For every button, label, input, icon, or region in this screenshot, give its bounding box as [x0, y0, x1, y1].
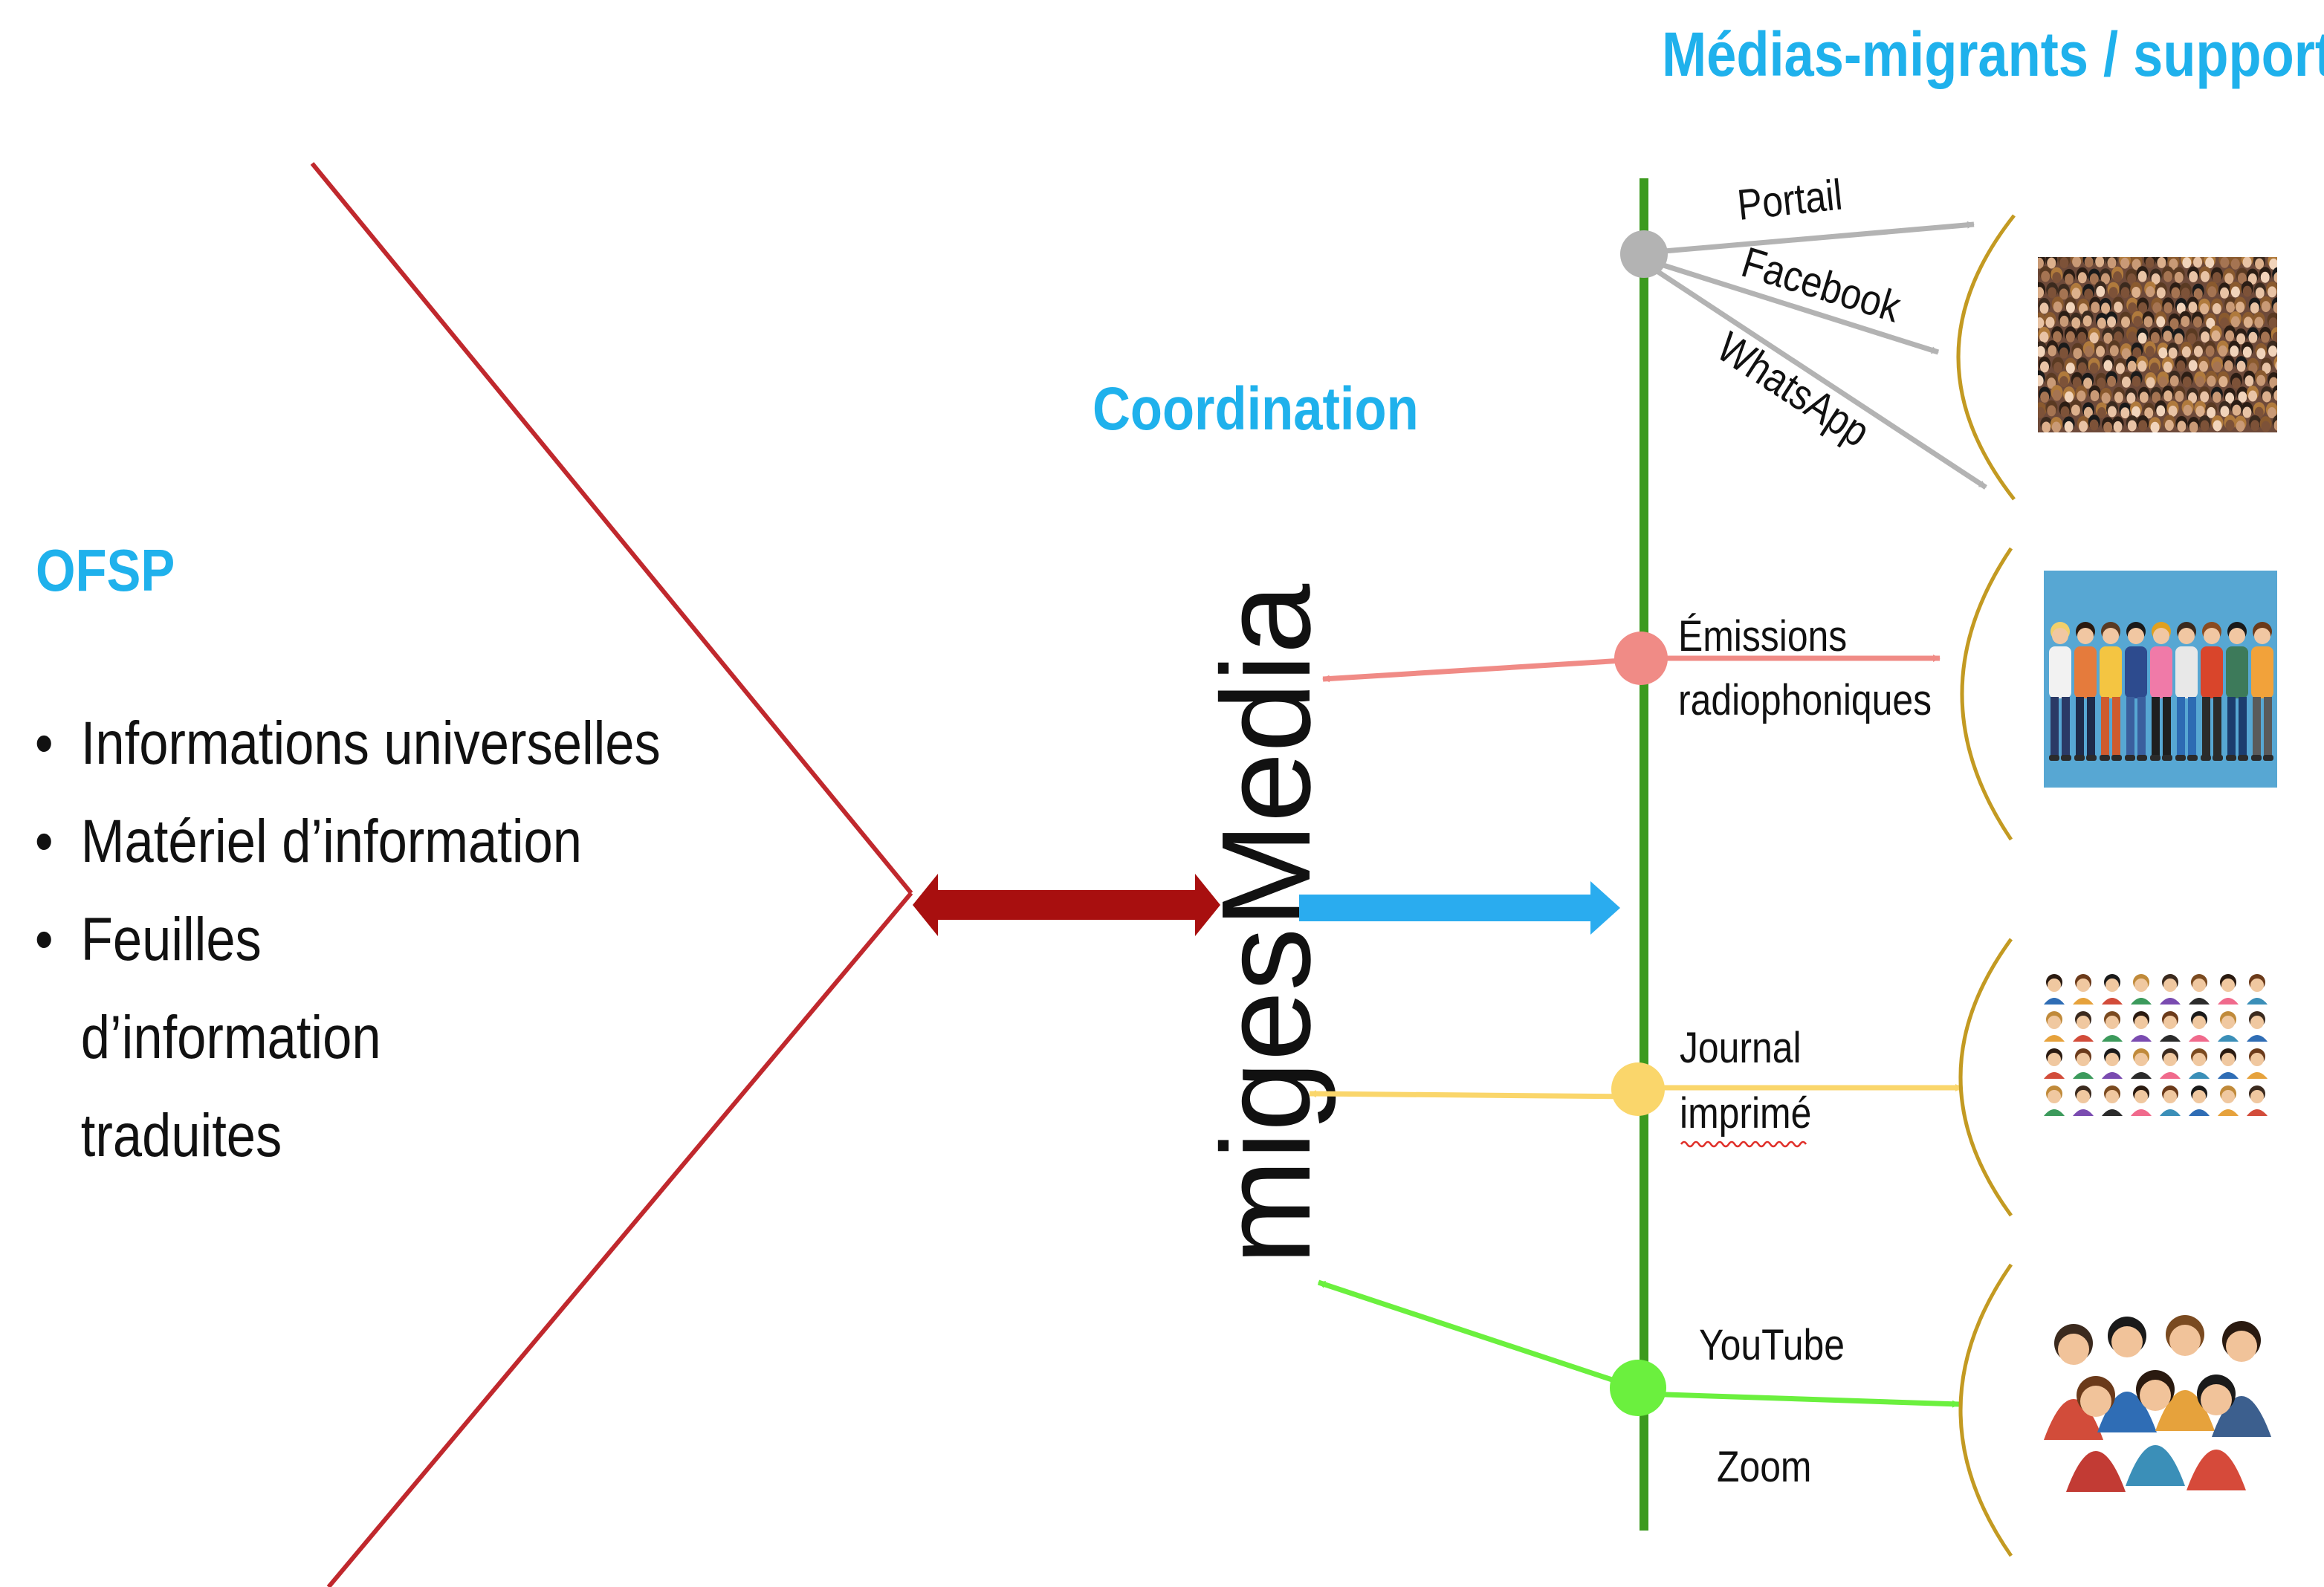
- ofsp-item-translated: Feuilles d’information traduites: [30, 891, 490, 1185]
- team-illustration-icon: [2044, 1291, 2277, 1493]
- facebook-arrow: [1645, 257, 1940, 355]
- ofsp-item-universal: Informations universelles: [30, 695, 661, 793]
- whatsapp-arrow: [1645, 262, 1987, 490]
- migesmedia-label: migesMedia: [1196, 583, 1337, 1265]
- radio-node: [1614, 632, 1668, 685]
- avatar-grid-icon: [2041, 963, 2277, 1120]
- print-node: [1611, 1062, 1665, 1116]
- ofsp-info-list: Informations universelles Matériel d’inf…: [30, 695, 661, 1185]
- funnel-lower-line: [326, 892, 913, 1587]
- audience-bracket-4: [1958, 1263, 2013, 1557]
- medias-heading: Médias-migrants / supports: [1662, 19, 2324, 89]
- portail-label: Portail: [1735, 171, 1845, 230]
- coordination-arrow: [1299, 881, 1620, 935]
- ofsp-item-material: Matériel d’information: [30, 793, 661, 891]
- bidirectional-arrow: [913, 874, 1220, 936]
- print-back-arrow: [1309, 1090, 1636, 1100]
- ofsp-heading: OFSP: [36, 536, 175, 603]
- audience-bracket-1: [1956, 214, 2016, 501]
- crowd-photo-icon: [2038, 257, 2277, 432]
- emissions-label: Émissions: [1678, 613, 1847, 661]
- journal-label: Journal: [1680, 1025, 1802, 1072]
- coordination-heading: Coordination: [1093, 375, 1419, 443]
- audience-bracket-2: [1960, 547, 2013, 841]
- imprime-label: imprimé: [1680, 1090, 1811, 1137]
- audience-bracket-3: [1958, 938, 2013, 1217]
- video-node: [1610, 1360, 1666, 1416]
- video-back-arrow: [1317, 1279, 1634, 1389]
- whatsapp-label: WhatsApp: [1709, 323, 1878, 456]
- radiophoniques-label: radiophoniques: [1678, 677, 1932, 724]
- zoom-label: Zoom: [1717, 1444, 1811, 1491]
- radio-back-arrow: [1322, 657, 1636, 683]
- portail-arrow: [1646, 221, 1975, 256]
- youtube-label: YouTube: [1699, 1322, 1845, 1369]
- people-illustration-icon: [2044, 571, 2277, 788]
- spellcheck-underline: [1680, 1140, 1807, 1148]
- funnel-upper-line: [310, 162, 913, 895]
- video-forward-arrow: [1643, 1391, 1960, 1408]
- digital-node: [1620, 230, 1668, 278]
